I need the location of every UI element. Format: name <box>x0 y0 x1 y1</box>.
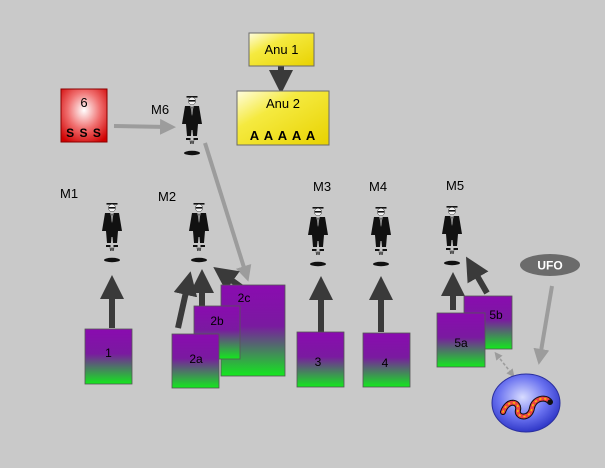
box-1: 1 <box>84 328 133 385</box>
arrow-ufo-to-planet <box>533 285 554 365</box>
box-2a: 2a <box>171 333 220 389</box>
figure-m6-label: M6 <box>151 102 169 117</box>
figure-m2-label: M2 <box>158 189 176 204</box>
box-2c-label: 2c <box>238 291 251 305</box>
arrow-5a-planet-dashed <box>494 351 515 378</box>
arrow-six-to-m6 <box>113 118 176 135</box>
anu2-marks: A A A A A <box>250 128 317 143</box>
arrow-5b-to-m5 <box>466 256 490 295</box>
six-label: 6 <box>80 95 87 110</box>
box-5a-label: 5a <box>454 336 468 350</box>
six-marks: S S S <box>66 126 102 140</box>
box-2a-label: 2a <box>189 352 203 366</box>
anu2-label: Anu 2 <box>266 96 300 111</box>
box-3-label: 3 <box>315 355 322 369</box>
anu1-box: Anu 1 <box>248 32 315 67</box>
figure-m5-label: M5 <box>446 178 464 193</box>
figure-m6: M6 <box>151 96 203 156</box>
man-in-black-icon <box>370 207 392 267</box>
man-in-black-icon <box>181 96 203 156</box>
figure-m3: M3 <box>307 179 331 267</box>
box-2b-label: 2b <box>210 314 224 328</box>
six-box: 6 S S S <box>60 88 108 143</box>
man-in-black-icon <box>307 207 329 267</box>
anu1-label: Anu 1 <box>265 42 299 57</box>
ufo-node: UFO <box>520 254 580 276</box>
figure-m1-label: M1 <box>60 186 78 201</box>
anu2-box: Anu 2 A A A A A <box>236 90 330 146</box>
man-in-black-icon <box>101 203 123 263</box>
man-in-black-icon <box>441 206 463 266</box>
box-4-label: 4 <box>382 356 389 370</box>
figure-m5: M5 <box>441 178 464 266</box>
arrow-m6-to-2c <box>203 142 252 282</box>
ufo-label: UFO <box>537 259 562 273</box>
figure-m1: M1 <box>60 186 123 263</box>
box-3: 3 <box>296 331 345 388</box>
snake-planet-icon <box>491 373 561 433</box>
box-5a: 5a <box>436 312 486 368</box>
arrow-2a-to-m2 <box>173 271 198 329</box>
box-4: 4 <box>362 332 411 388</box>
figure-m3-label: M3 <box>313 179 331 194</box>
box-5b-label: 5b <box>489 308 503 322</box>
figure-m4-label: M4 <box>369 179 387 194</box>
man-in-black-icon <box>188 203 210 263</box>
figure-m2: M2 <box>158 189 210 263</box>
figure-m4: M4 <box>369 179 392 267</box>
box-1-label: 1 <box>105 346 112 360</box>
